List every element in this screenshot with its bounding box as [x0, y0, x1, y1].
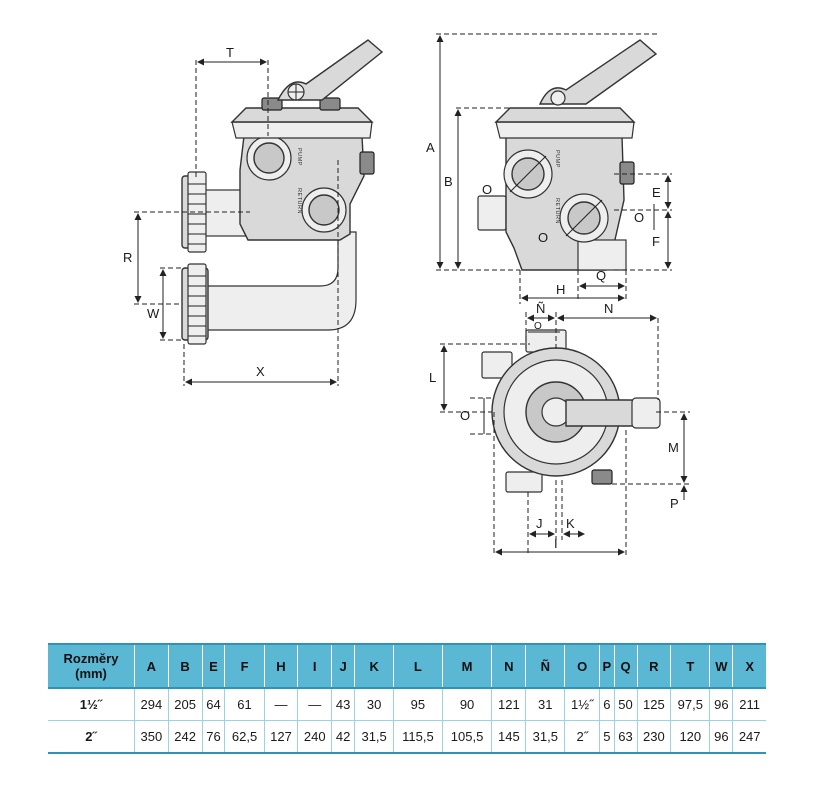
table-cell: —: [263, 688, 298, 721]
table-header-col: N: [491, 643, 526, 689]
table-cell: 205: [167, 688, 202, 721]
table-header-col: R: [636, 643, 671, 689]
label-R: R: [123, 250, 132, 265]
label-X: X: [256, 364, 265, 379]
label-O-left: O: [460, 408, 470, 423]
table-cell: 242: [167, 720, 202, 754]
table-cell: 294: [134, 688, 169, 721]
label-N: N: [604, 301, 613, 316]
label-A: A: [426, 140, 435, 155]
label-L: L: [429, 370, 436, 385]
table-header-col: Q: [613, 643, 637, 689]
table-cell: 6: [599, 688, 615, 721]
table-cell: 230: [636, 720, 671, 754]
return-marking: RETURN: [296, 188, 302, 214]
front-view: PUMP RETURN A B O O E F O Q H: [426, 33, 672, 304]
table-cell: 5: [599, 720, 615, 754]
table-header-col: M: [441, 643, 492, 689]
table-cell: 125: [636, 688, 671, 721]
table-header-col: I: [297, 643, 332, 689]
table-cell: 96: [709, 688, 733, 721]
table-cell: 31,5: [525, 720, 565, 754]
table-cell: 61: [224, 688, 265, 721]
label-F: F: [652, 234, 660, 249]
table-header-col: J: [331, 643, 355, 689]
table-cell: 90: [441, 688, 492, 721]
table-cell: 247: [732, 720, 766, 754]
table-cell: 240: [297, 720, 332, 754]
label-O-top: O: [534, 321, 542, 332]
table-cell: 43: [331, 688, 355, 721]
return-marking-front: RETURN: [554, 198, 560, 224]
table-cell-size: 1½˝: [48, 688, 135, 721]
table-cell: 31: [525, 688, 565, 721]
table-cell: 105,5: [441, 720, 492, 754]
table-cell: 96: [709, 720, 733, 754]
table-cell: 120: [670, 720, 710, 754]
label-N-tilde: Ñ: [536, 301, 545, 316]
table-cell: 145: [491, 720, 526, 754]
table-cell: 62,5: [224, 720, 265, 754]
side-view: PUMP RETURN T R W X: [123, 39, 384, 386]
label-O-return: O: [538, 230, 548, 245]
label-E: E: [652, 185, 661, 200]
table-cell: 50: [613, 688, 637, 721]
table-cell: 1½˝: [564, 688, 600, 721]
label-O-side: O: [634, 210, 644, 225]
table-cell: 2˝: [564, 720, 600, 754]
table-header-dimensions: Rozměry(mm): [48, 643, 135, 689]
label-Q: Q: [596, 268, 606, 283]
table-cell: 64: [201, 688, 225, 721]
top-view: Ñ N O L O M P J K I: [429, 301, 690, 556]
table-header-col: O: [564, 643, 600, 689]
table-cell: 350: [134, 720, 169, 754]
label-H: H: [556, 282, 565, 297]
table-header-col: L: [393, 643, 443, 689]
table-cell-size: 2˝: [48, 720, 135, 754]
table-cell: 97,5: [670, 688, 710, 721]
table-cell: 42: [331, 720, 355, 754]
table-header-col: K: [354, 643, 394, 689]
label-O-pump: O: [482, 182, 492, 197]
table-header-col: F: [224, 643, 265, 689]
table-header-col: W: [709, 643, 733, 689]
table-cell: 76: [201, 720, 225, 754]
table-header-col: X: [732, 643, 766, 689]
table-cell: 115,5: [393, 720, 443, 754]
table-cell: 30: [354, 688, 394, 721]
pump-marking: PUMP: [296, 148, 302, 166]
table-cell: 127: [263, 720, 298, 754]
table-cell: 121: [491, 688, 526, 721]
table-header-col: E: [201, 643, 225, 689]
table-cell: —: [297, 688, 332, 721]
table-header-col: P: [599, 643, 615, 689]
table-header-col: B: [167, 643, 202, 689]
label-M: M: [668, 440, 679, 455]
table-header-col: T: [670, 643, 710, 689]
table-header-col: A: [134, 643, 169, 689]
table-cell: 211: [732, 688, 766, 721]
table-cell: 95: [393, 688, 443, 721]
table-header-col: H: [263, 643, 298, 689]
pump-marking-front: PUMP: [554, 150, 560, 168]
label-J: J: [536, 516, 543, 531]
table-header-col: Ñ: [525, 643, 565, 689]
label-B: B: [444, 174, 453, 189]
label-I: I: [554, 536, 558, 551]
technical-drawing: PUMP RETURN T R W X: [123, 33, 690, 556]
table-cell: 31,5: [354, 720, 394, 754]
label-K: K: [566, 516, 575, 531]
label-P: P: [670, 496, 679, 511]
label-W: W: [147, 306, 160, 321]
table-cell: 63: [613, 720, 637, 754]
label-T: T: [226, 45, 234, 60]
